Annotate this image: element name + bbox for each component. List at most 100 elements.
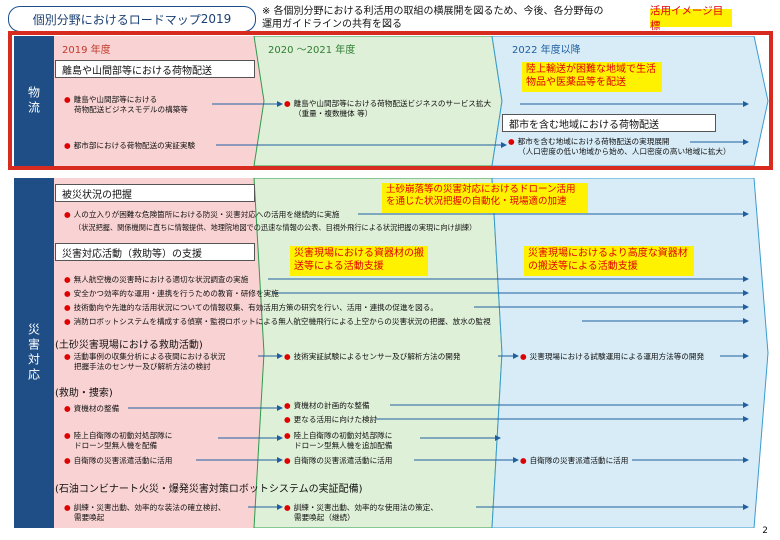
item-text: 活動事例の収集分析による夜間における状況: [73, 352, 226, 361]
disaster-support-item: ●消防ロボットシステムを構成する偵察・監視ロボットによる無人航空機飛行による上空…: [64, 317, 491, 327]
bullet-icon: ●: [508, 137, 515, 146]
item-text-2: （重量・複数機体 等）: [294, 109, 373, 118]
bullet-icon: ●: [64, 404, 71, 413]
subsection-rescue: (救助・捜索): [55, 388, 113, 399]
bullet-icon: ●: [284, 415, 291, 424]
disaster-item-1: ●人の立入りが困難な危険箇所における防災・災害対応への活用を継続的に実施: [64, 210, 339, 220]
rescue-item-drone-deploy: ●陸上自衛隊の初動対処部隊に ドローン型無人機を配備: [64, 431, 172, 451]
rescue-item-equipment-review: ●更なる活用に向けた検討: [284, 415, 377, 425]
side-label-disaster: 災害対応: [14, 178, 54, 528]
bullet-icon: ●: [520, 352, 527, 361]
logistics-item-2-expand: ●都市を含む地域における荷物配送の実現展開 （人口密度の低い地域から始め、人口密…: [508, 137, 731, 157]
bullet-icon: ●: [64, 352, 71, 361]
rescue-item-sdf-2: ●自衛隊の災害派遣活動に活用: [284, 456, 392, 466]
logistics-item-1: ●離島や山間部等における 荷物配送ビジネスモデルの構築等: [64, 95, 188, 115]
title-text: 個別分野におけるロードマップ: [32, 12, 201, 27]
phase-2022: 2022 年度以降: [512, 45, 581, 56]
bullet-icon: ●: [284, 431, 291, 440]
disaster-support-item: ●無人航空機の災害時における適切な状況調査の実施: [64, 275, 248, 285]
item-text: 技術動向や先進的な活用状況についての情報収集、有効活用方策の研究を行い、活用・連…: [73, 303, 438, 312]
subsection-landslide: (土砂災害現場における救助活動): [55, 340, 203, 351]
bullet-icon: ●: [284, 456, 291, 465]
bullet-icon: ●: [64, 303, 71, 312]
item-text: 技術実証試験によるセンサー及び解析方法の開発: [293, 352, 461, 361]
rescue-item-sdf-1: ●自衛隊の災害派遣活動に活用: [64, 456, 172, 466]
item-text: 無人航空機の災害時における適切な状況調査の実施: [73, 275, 249, 284]
item-text: 訓練・災害出動、効率的な使用法の策定、: [293, 503, 438, 512]
bullet-icon: ●: [64, 456, 71, 465]
item-text: 都市部における荷物配送の実証実験: [73, 141, 196, 150]
disaster-box-support: 災害対応活動（救助等）の支援: [55, 243, 255, 261]
item-text-2: 把握手法のセンサー及び解析方法の検討: [74, 362, 211, 371]
bullet-icon: ●: [64, 210, 71, 219]
item-text: 都市を含む地域における荷物配送の実現展開: [517, 137, 670, 146]
logistics-box-urban: 都市を含む地域における荷物配送: [502, 114, 716, 132]
logistics-highlight: 陸上輸送が困難な地域で生活物品や医薬品等を配送: [522, 62, 662, 92]
item-text: 陸上自衛隊の初動対処部隊に: [293, 431, 393, 440]
disaster-highlight-1: 土砂崩落等の災害対応におけるドローン活用を通じた状況把握の自動化・現場適の加速: [382, 183, 588, 213]
item-text: 陸上自衛隊の初動対処部隊に: [73, 431, 173, 440]
rescue-item-equipment: ●資機材の整備: [64, 404, 119, 414]
usage-image-tag: 活用イメージ目標: [650, 5, 732, 32]
note-line-2: 運用ガイドラインの共有を図る: [262, 19, 402, 30]
petro-item-2: ●訓練・災害出動、効率的な使用法の策定、 需要喚起（継続）: [284, 503, 438, 523]
disaster-support-item: ●技術動向や先進的な活用状況についての情報収集、有効活用方策の研究を行い、活用・…: [64, 303, 438, 313]
item-text-2: 荷物配送ビジネスモデルの構築等: [74, 105, 188, 114]
item-text: 消防ロボットシステムを構成する偵察・監視ロボットによる無人航空機飛行による上空か…: [73, 317, 491, 326]
bullet-icon: ●: [284, 401, 291, 410]
item-text: 離島や山間部等における荷物配送ビジネスのサービス拡大: [293, 99, 492, 108]
item-text-2: ドローン型無人機を追加配備: [294, 441, 393, 450]
item-text: 訓練・災害出動、効率的な装法の確立検討、: [73, 503, 226, 512]
petro-item-1: ●訓練・災害出動、効率的な装法の確立検討、 需要喚起: [64, 503, 226, 523]
item-text: 資機材の整備: [73, 404, 120, 413]
bullet-icon: ●: [520, 456, 527, 465]
landslide-item-2: ●技術実証試験によるセンサー及び解析方法の開発: [284, 352, 460, 362]
item-text: 安全かつ効率的な運用・連携を行うための教育・研修を実施: [73, 289, 279, 298]
phase-2020-2021: 2020 ～2021 年度: [268, 45, 356, 56]
bullet-icon: ●: [64, 141, 71, 150]
item-text-2: （人口密度の低い地域から始め、人口密度の高い地域に拡大）: [518, 147, 731, 156]
logistics-item-2: ●都市部における荷物配送の実証実験: [64, 141, 195, 151]
title-year: 2019: [200, 12, 232, 26]
logistics-item-1-expand: ●離島や山間部等における荷物配送ビジネスのサービス拡大 （重量・複数機体 等）: [284, 99, 491, 119]
bullet-icon: ●: [64, 431, 71, 440]
bullet-icon: ●: [284, 99, 291, 108]
item-text-2: 需要喚起: [74, 513, 105, 522]
item-text: 資機材の計画的な整備: [293, 401, 370, 410]
header-note: ※ 各個別分野における利活用の取組の横展開を図るため、今後、各分野毎の 運用ガイ…: [262, 5, 646, 31]
rescue-item-drone-additional: ●陸上自衛隊の初動対処部隊に ドローン型無人機を追加配備: [284, 431, 392, 451]
disaster-item-1-note: （状況把握、関係機関に直ちに情報提供、地理院地図での迅速な情報の公表、目視外飛行…: [74, 223, 477, 232]
bullet-icon: ●: [64, 503, 71, 512]
item-text: 自衛隊の災害派遣活動に活用: [529, 456, 629, 465]
bullet-icon: ●: [64, 95, 71, 104]
item-text: 自衛隊の災害派遣活動に活用: [73, 456, 173, 465]
phase-2019: 2019 年度: [62, 45, 111, 56]
disaster-highlight-2: 災害現場における資器材の搬送等による活動支援: [290, 246, 428, 276]
subsection-petrochemical: (石油コンビナート火災・爆発災害対策ロボットシステムの実証配備): [55, 484, 363, 495]
bullet-icon: ●: [284, 352, 291, 361]
disaster-box-assessment: 被災状況の把握: [55, 184, 255, 202]
item-text-2: ドローン型無人機を配備: [74, 441, 158, 450]
logistics-box-remote: 離島や山間部等における荷物配送: [55, 60, 255, 78]
landslide-item-3: ●災害現場における試験運用による運用方法等の開発: [520, 352, 704, 362]
disaster-highlight-3: 災害現場におけるより高度な資器材の搬送等による活動支援: [524, 246, 694, 276]
item-text: 人の立入りが困難な危険箇所における防災・災害対応への活用を継続的に実施: [73, 210, 340, 219]
side-label-logistics: 物流: [14, 36, 54, 166]
bullet-icon: ●: [64, 317, 71, 326]
item-text: 更なる活用に向けた検討: [293, 415, 378, 424]
bullet-icon: ●: [284, 503, 291, 512]
item-text: 自衛隊の災害派遣活動に活用: [293, 456, 393, 465]
page-number: 2: [762, 526, 768, 536]
item-text: 離島や山間部等における: [73, 95, 158, 104]
rescue-item-sdf-3: ●自衛隊の災害派遣活動に活用: [520, 456, 628, 466]
rescue-item-equipment-plan: ●資機材の計画的な整備: [284, 401, 370, 411]
bullet-icon: ●: [64, 275, 71, 284]
disaster-support-item: ●安全かつ効率的な運用・連携を行うための教育・研修を実施: [64, 289, 279, 299]
item-text: 災害現場における試験運用による運用方法等の開発: [529, 352, 705, 361]
item-text-2: 需要喚起（継続）: [294, 513, 355, 522]
bullet-icon: ●: [64, 289, 71, 298]
note-line-1: ※ 各個別分野における利活用の取組の横展開を図るため、今後、各分野毎の: [262, 6, 604, 17]
landslide-item-1: ●活動事例の収集分析による夜間における状況 把握手法のセンサー及び解析方法の検討: [64, 352, 225, 372]
